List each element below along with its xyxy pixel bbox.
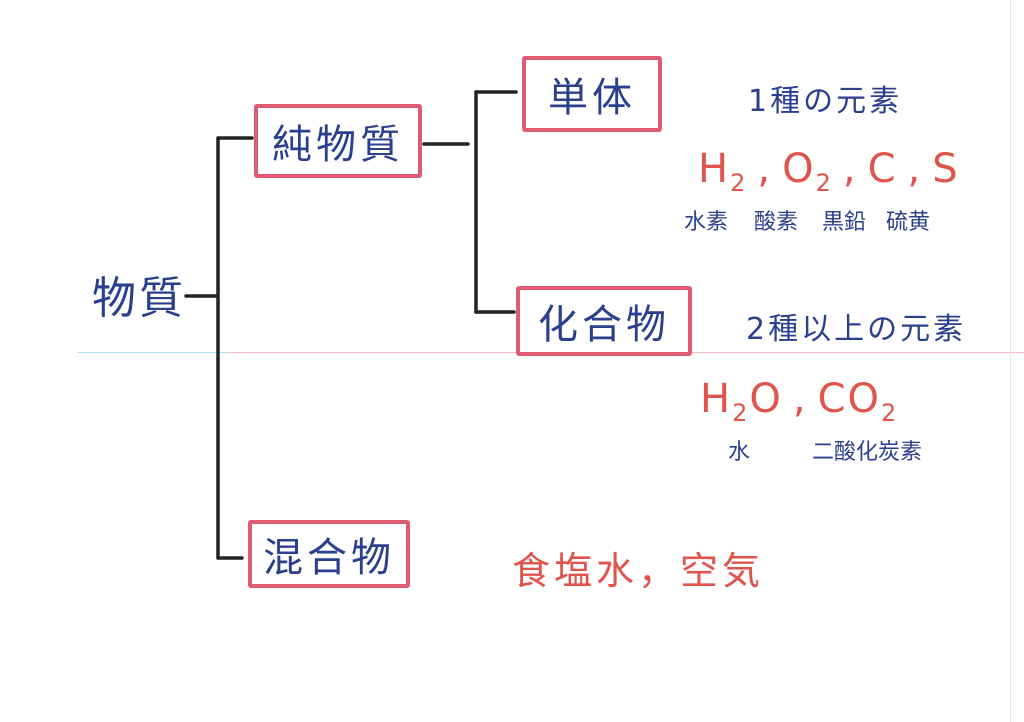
guide-line-cyan [78,352,228,353]
formula-separator: , [757,146,773,192]
formula-subscript: 2 [730,169,748,197]
element-name: 硫黄 [886,210,931,235]
formula-separator: , [907,146,923,192]
formula-base: S [932,146,960,192]
formula-separator: , [842,146,858,192]
compound-name: 水 [728,440,751,465]
pure-substance-box: 純物質 [254,104,422,178]
formula-subscript: 2 [880,399,899,427]
element-name: 黒鉛 [822,210,867,235]
mixture-examples: 食塩水，空気 [512,549,765,593]
compound-description: 2種以上の元素 [746,312,967,347]
chemical-formula: O2 [782,146,833,197]
compound-formulas: H2O,CO2 [700,376,898,427]
chemical-formula: C [868,146,898,192]
compound-name: 二酸化炭素 [812,440,923,465]
formula-base: O [782,146,816,192]
mixture-label: 混合物 [263,535,395,581]
chemical-formula: H2 [698,146,747,197]
chemical-formula: CO2 [817,376,899,427]
formula-separator: , [792,376,808,422]
guide-line-right [1010,0,1011,722]
element-formulas: H2,O2,C,S [698,146,960,197]
formula-base: C [867,146,898,192]
element-name: 水素 [684,210,729,235]
element-box: 単体 [522,56,662,132]
compound-box: 化合物 [516,286,692,356]
mixture-box: 混合物 [248,520,410,588]
formula-subscript: 2 [732,399,750,427]
element-label: 単体 [548,75,636,121]
chemical-formula: S [932,146,959,192]
root-label: 物質 [92,273,186,324]
pure-substance-label: 純物質 [272,122,404,168]
formula-subscript: 2 [815,169,833,197]
element-description: 1種の元素 [748,84,903,119]
formula-base: H [698,146,731,192]
formula-tail: O [749,376,783,422]
chemical-formula: H2O [700,376,783,427]
compound-label: 化合物 [538,302,670,348]
formula-base: H [700,376,733,422]
formula-base: CO [817,376,881,422]
element-name: 酸素 [754,210,799,235]
